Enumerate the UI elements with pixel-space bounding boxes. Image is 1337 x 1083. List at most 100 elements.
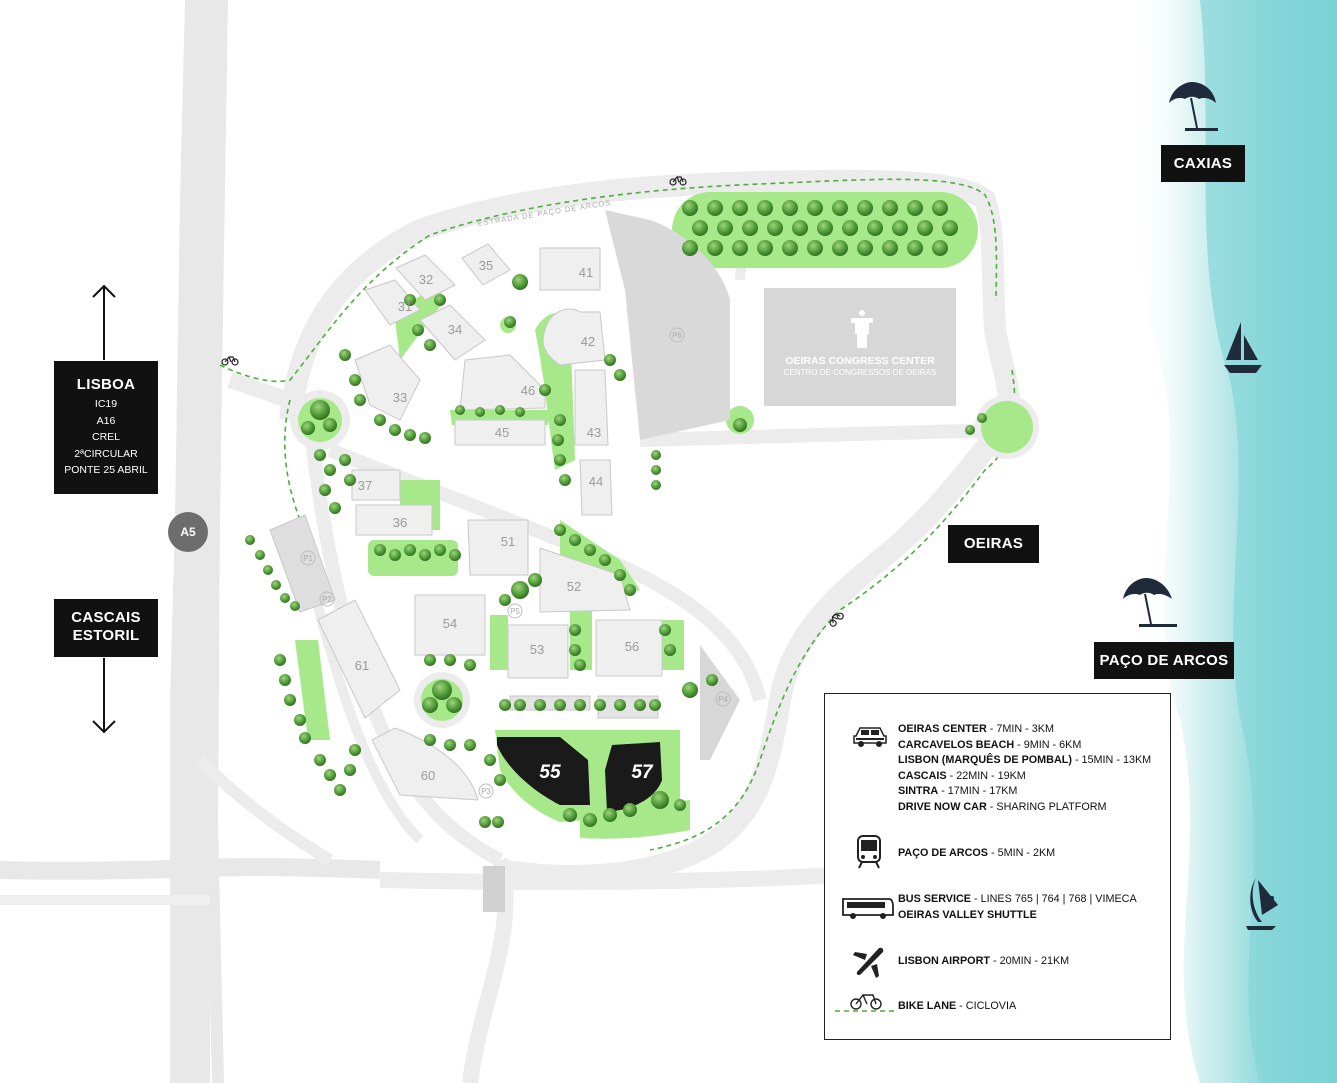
tree: [280, 593, 290, 603]
tree: [583, 813, 597, 827]
tree: [339, 454, 351, 466]
tree: [419, 432, 431, 444]
tree: [389, 424, 401, 436]
route-detail: - SHARING PLATFORM: [986, 800, 1107, 813]
tree: [942, 220, 958, 236]
sailboat-icon: [1224, 322, 1262, 373]
tree: [479, 816, 491, 828]
building-number-57: 57: [631, 762, 654, 783]
tree: [574, 699, 586, 711]
tree: [424, 339, 436, 351]
cascais-title: CASCAIS: [71, 609, 141, 626]
highlight-buildings: [497, 737, 662, 812]
tree: [603, 808, 617, 822]
route-detail: - 5MIN - 2KM: [987, 847, 1056, 859]
tree: [707, 200, 723, 216]
bike-icons: [221, 176, 844, 627]
route-name: OEIRAS VALLEY SHUTTLE: [898, 908, 1037, 921]
tree: [432, 680, 452, 700]
tree: [965, 425, 975, 435]
tree: [554, 414, 566, 426]
route-name: LISBON AIRPORT: [898, 955, 990, 967]
tree: [515, 407, 525, 417]
building-number-36: 36: [393, 515, 407, 530]
tree: [419, 549, 431, 561]
airplane-icon: [853, 947, 884, 978]
tree: [867, 220, 883, 236]
route-name: LISBON (MARQUÊS DE POMBAL): [898, 754, 1072, 766]
tree: [511, 581, 529, 599]
sea-icons: [1123, 82, 1278, 930]
tree: [290, 601, 300, 611]
parking-p1: P1: [300, 550, 316, 566]
tree: [882, 200, 898, 216]
route-name: OEIRAS CENTER: [898, 723, 987, 735]
lisboa-route: PONTE 25 ABRIL: [64, 464, 148, 476]
tree: [832, 240, 848, 256]
tree: [857, 240, 873, 256]
parking-label: P4: [718, 695, 728, 704]
bike-icon: [829, 612, 844, 627]
bike-icon: [221, 356, 239, 366]
building-number-37: 37: [358, 478, 372, 493]
congress-center-subtitle: CENTRO DE CONGRESSOS DE OEIRAS: [784, 368, 936, 377]
tree: [554, 454, 566, 466]
route-detail: - 22MIN - 19KM: [946, 769, 1026, 782]
tree: [559, 474, 571, 486]
route-name: CARCAVELOS BEACH: [898, 738, 1015, 751]
building-number-34: 34: [448, 322, 462, 337]
tree: [563, 808, 577, 822]
tree: [552, 434, 564, 446]
route-detail: - 15MIN - 13KM: [1071, 754, 1152, 766]
congress-center: OEIRAS CONGRESS CENTER CENTRO DE CONGRES…: [784, 310, 936, 377]
tree: [464, 739, 476, 751]
car-route-row: LISBON (MARQUÊS DE POMBAL) - 15MIN - 13K…: [898, 753, 1151, 769]
building-number-32: 32: [419, 272, 433, 287]
route-name: DRIVE NOW CAR: [898, 800, 987, 813]
route-detail: - 20MIN - 21KM: [989, 955, 1070, 967]
tree: [495, 405, 505, 415]
tree: [892, 220, 908, 236]
tree: [634, 699, 646, 711]
tree: [659, 624, 671, 636]
tree: [310, 400, 330, 420]
building-number-41: 41: [579, 265, 593, 280]
tree: [323, 418, 337, 432]
tree: [349, 374, 361, 386]
tree: [614, 569, 626, 581]
tree: [534, 699, 546, 711]
tree: [434, 544, 446, 556]
tree: [782, 200, 798, 216]
car-routes: OEIRAS CENTER - 7MIN - 3KM CARCAVELOS BE…: [898, 722, 1151, 815]
parking-p6: P6: [669, 327, 685, 343]
car-route-row: CASCAIS - 22MIN - 19KM: [898, 769, 1151, 785]
tree: [706, 674, 718, 686]
tree: [717, 220, 733, 236]
bike-lane-entry: BIKE LANE - CICLOVIA: [898, 999, 1016, 1015]
tree: [682, 682, 698, 698]
tree: [314, 449, 326, 461]
tree: [424, 654, 436, 666]
tree: [604, 354, 616, 366]
tree: [574, 659, 586, 671]
a5-highway-badge: A5: [168, 512, 208, 552]
tree: [446, 697, 462, 713]
legend-panel: OEIRAS CENTER - 7MIN - 3KM CARCAVELOS BE…: [824, 693, 1171, 1040]
tree: [245, 535, 255, 545]
tree: [882, 240, 898, 256]
tree: [732, 240, 748, 256]
tree: [374, 414, 386, 426]
building-number-51: 51: [501, 534, 515, 549]
oeiras-label: OEIRAS: [948, 525, 1039, 563]
car-route-row: OEIRAS CENTER - 7MIN - 3KM: [898, 722, 1151, 738]
train-route: PAÇO DE ARCOS - 5MIN - 2KM: [898, 846, 1055, 862]
tree: [832, 200, 848, 216]
tree: [932, 240, 948, 256]
tree: [977, 413, 987, 423]
tree: [614, 699, 626, 711]
parking-p2: P2: [319, 591, 335, 607]
tree: [807, 240, 823, 256]
car-route-row: CARCAVELOS BEACH - 9MIN - 6KM: [898, 738, 1151, 754]
route-name: BIKE LANE: [898, 1000, 957, 1012]
tree: [792, 220, 808, 236]
